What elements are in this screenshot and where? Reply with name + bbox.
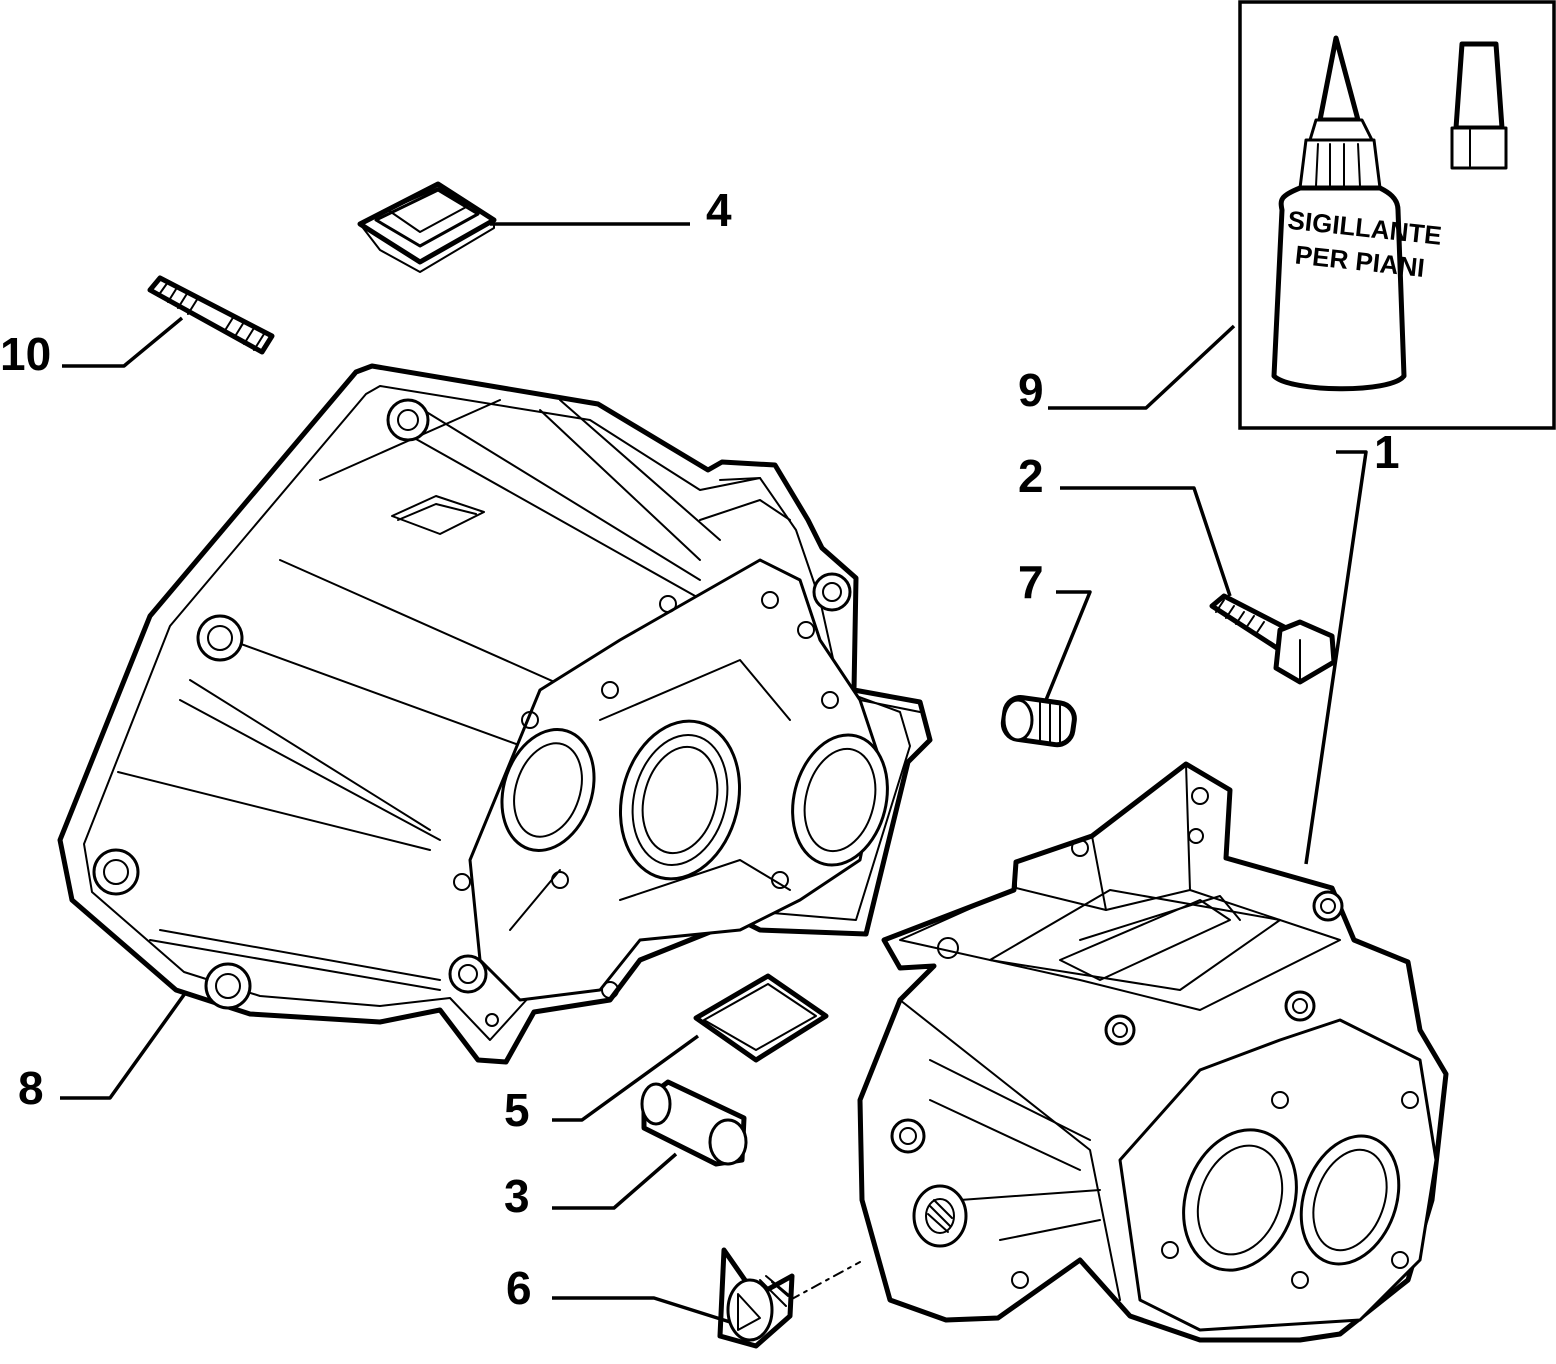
plug-part-7 bbox=[1000, 695, 1077, 748]
callout-8: 8 bbox=[18, 1062, 44, 1114]
callout-2: 2 bbox=[1018, 450, 1044, 502]
callout-4: 4 bbox=[706, 184, 732, 236]
callout-9: 9 bbox=[1018, 364, 1044, 416]
callout-1: 1 bbox=[1374, 426, 1400, 478]
clutch-housing-part-8 bbox=[57, 363, 933, 1065]
callout-7: 7 bbox=[1018, 556, 1044, 608]
drain-plug-part-6 bbox=[717, 1247, 861, 1349]
callout-10: 10 bbox=[0, 328, 51, 380]
gearbox-housing-part-1 bbox=[857, 761, 1449, 1343]
callout-3: 3 bbox=[504, 1170, 530, 1222]
callout-labels: 1 2 3 4 5 6 7 8 9 10 bbox=[0, 184, 1400, 1314]
leader-lines bbox=[60, 222, 1368, 1324]
callout-6: 6 bbox=[506, 1262, 532, 1314]
sealant-inset-part-9: SIGILLANTE PER PIANI bbox=[1238, 0, 1556, 430]
dowel-part-3 bbox=[640, 1079, 748, 1167]
callout-5: 5 bbox=[504, 1084, 530, 1136]
plug-part-4 bbox=[357, 181, 497, 273]
cover-plate-part-5 bbox=[693, 973, 829, 1063]
bolt-part-2 bbox=[1209, 593, 1337, 685]
stud-part-10 bbox=[147, 275, 275, 355]
